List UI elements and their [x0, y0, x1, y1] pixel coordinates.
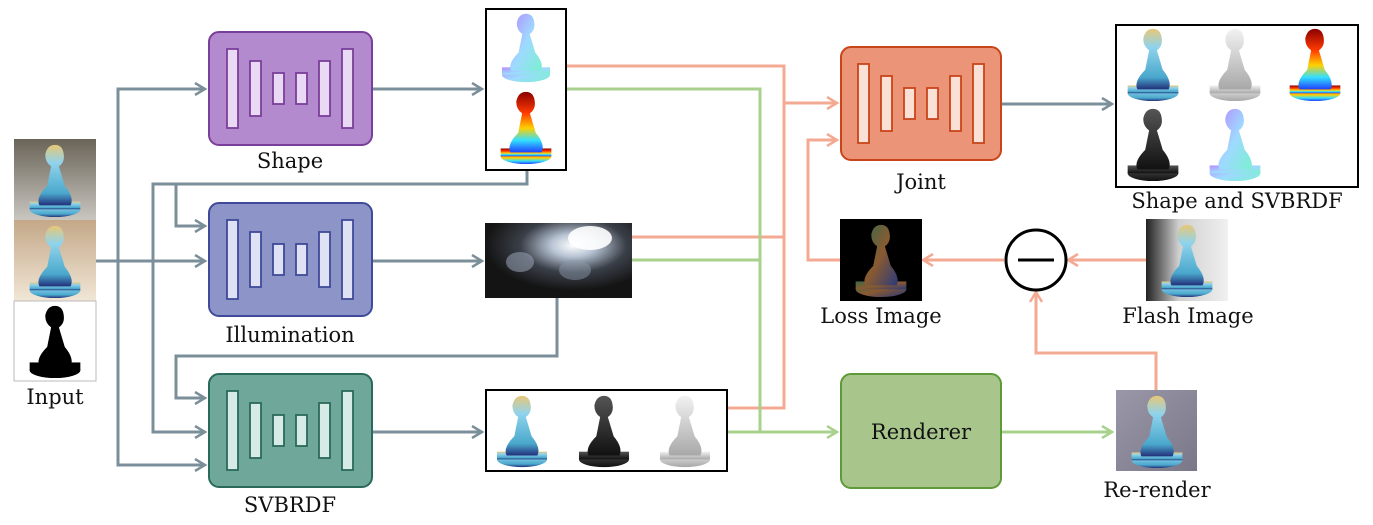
label-loss-image: Loss Image	[820, 304, 941, 328]
minus-circle-icon	[1004, 228, 1068, 292]
svbrdf-network	[208, 373, 373, 488]
joint-network	[840, 46, 1002, 161]
shape-output-images	[485, 8, 567, 171]
label-flash-image: Flash Image	[1122, 304, 1253, 328]
connections	[96, 64, 1158, 465]
loss-image	[840, 219, 922, 301]
label-shape: Shape	[257, 149, 323, 173]
label-re-render: Re-render	[1103, 478, 1211, 502]
label-illumination: Illumination	[225, 323, 354, 347]
svbrdf-to-joint-orange	[727, 237, 786, 410]
shape-feedback-to-svbrdf-arrow	[151, 182, 205, 432]
environment-map	[485, 223, 632, 298]
loss-to-joint-orange	[806, 140, 840, 262]
final-shape-svbrdf-grid	[1115, 24, 1359, 188]
input-images	[13, 139, 97, 382]
shape-to-joint-orange	[567, 64, 837, 103]
re-render-image	[1116, 390, 1197, 471]
label-renderer: Renderer	[871, 420, 972, 444]
input-to-shape-arrow	[96, 89, 205, 263]
label-input: Input	[26, 385, 84, 409]
flash-image	[1146, 219, 1228, 301]
illumination-network	[208, 202, 373, 317]
label-shape-and-svbrdf: Shape and SVBRDF	[1131, 189, 1342, 213]
label-joint: Joint	[894, 170, 946, 194]
shape-network	[208, 31, 373, 146]
label-svbrdf: SVBRDF	[244, 493, 336, 517]
input-to-svbrdf-arrow	[116, 261, 205, 465]
rerender-to-minus-orange	[1036, 292, 1158, 390]
svbrdf-output-images	[485, 389, 728, 472]
illumination-feedback-to-svbrdf-arrow	[174, 298, 559, 398]
renderer-block	[840, 373, 1002, 489]
